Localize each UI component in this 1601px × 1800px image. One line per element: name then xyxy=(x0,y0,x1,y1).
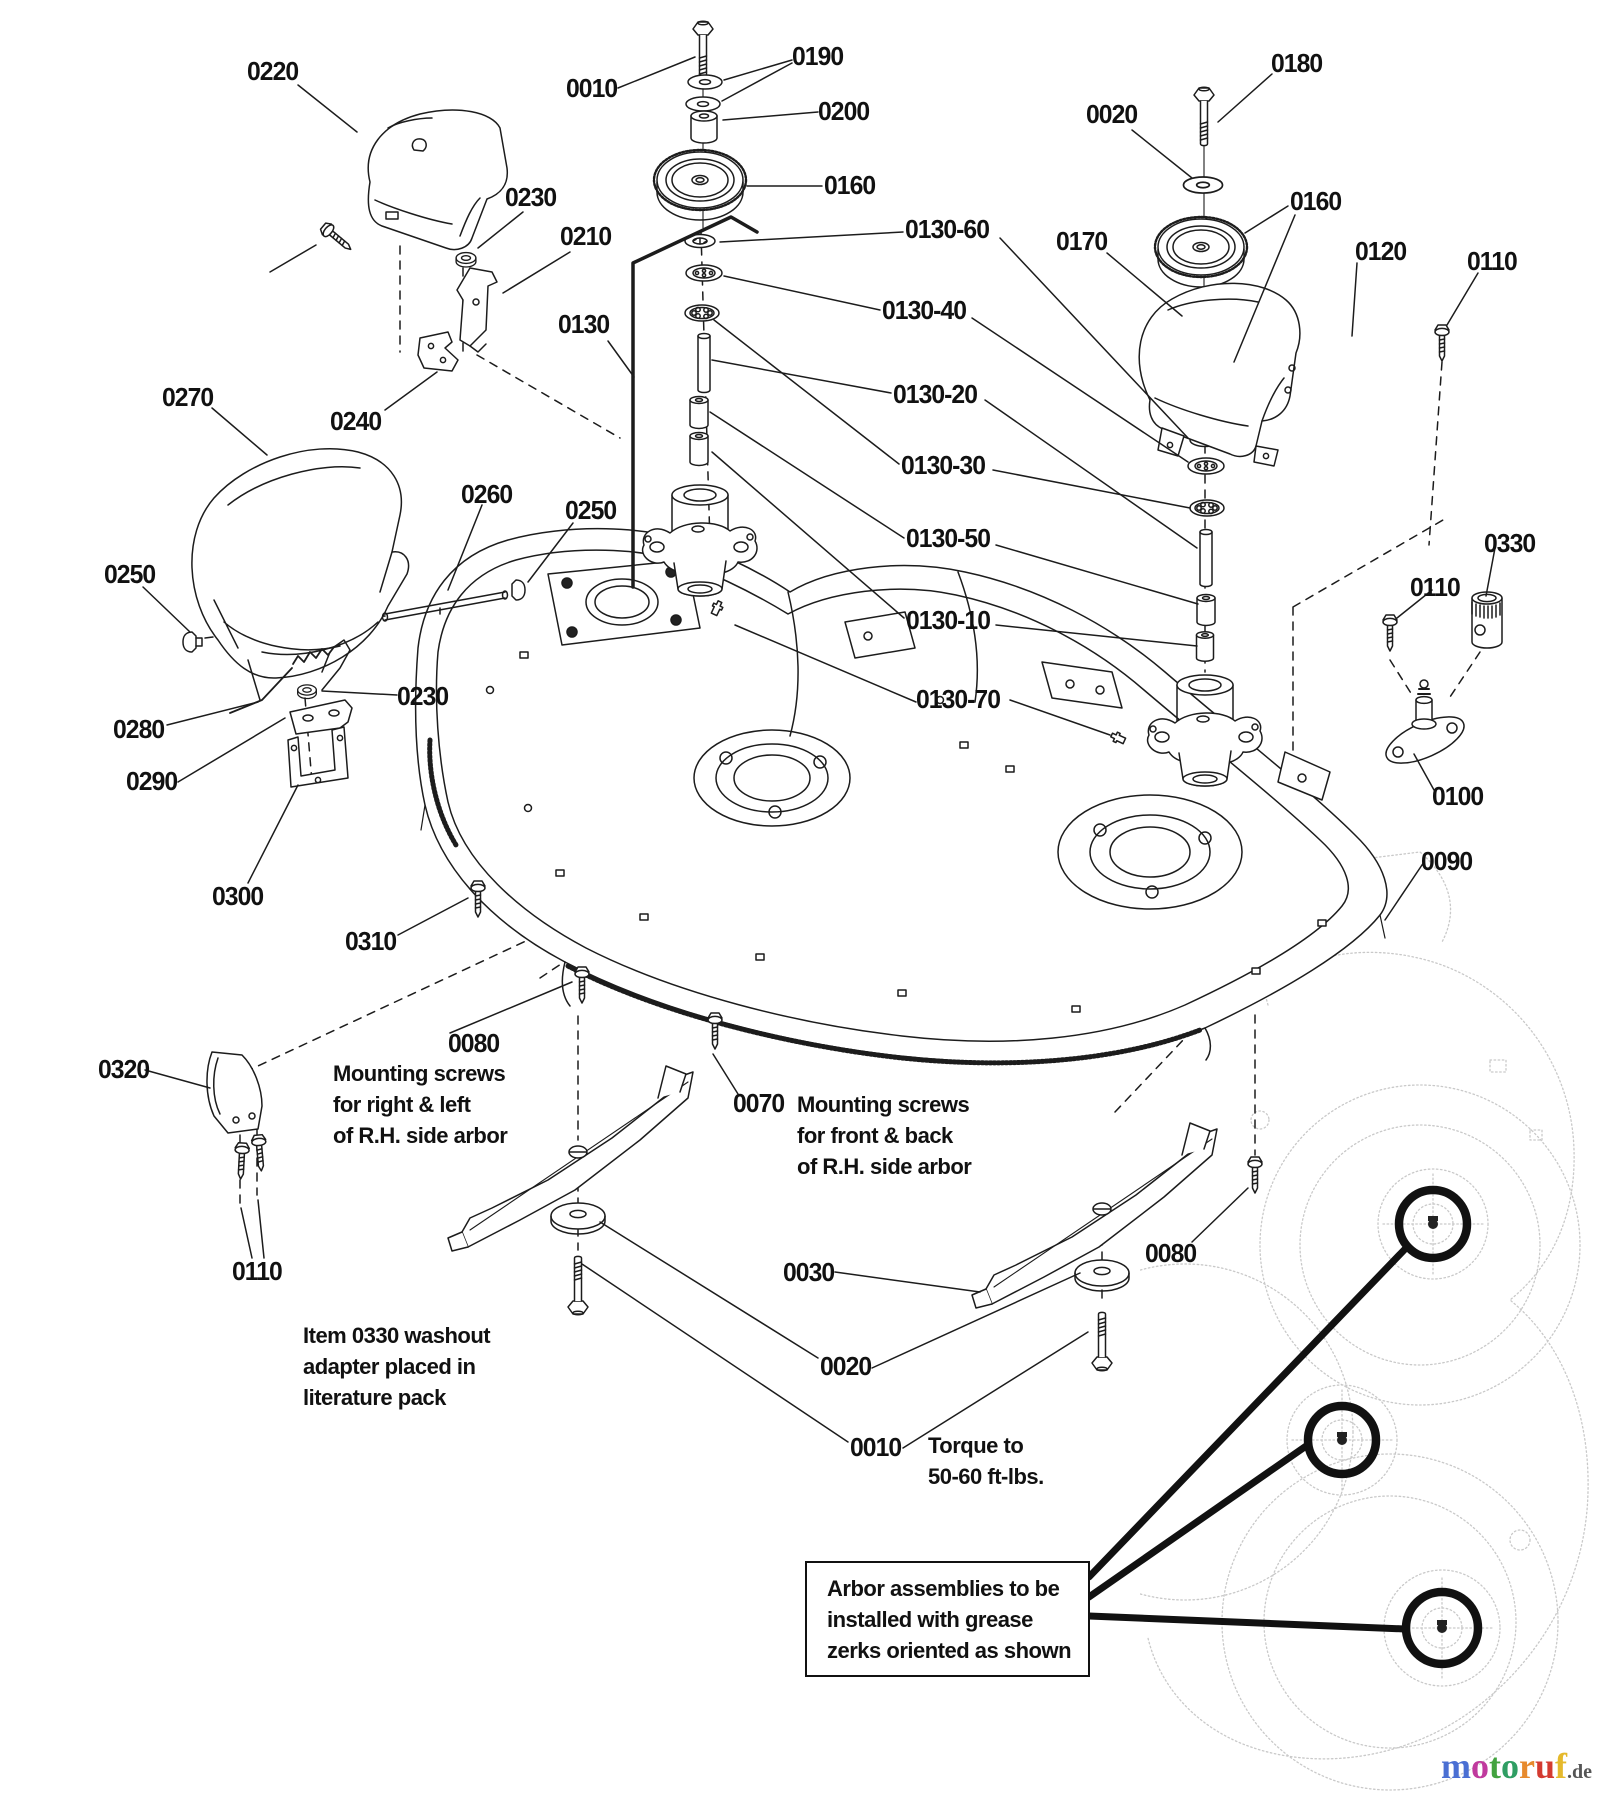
bracket-0240 xyxy=(417,331,459,372)
callout-0020-bottom: 0020 xyxy=(820,1351,872,1381)
callout-0250-left: 0250 xyxy=(104,559,156,589)
screw-0080-left xyxy=(574,966,590,1004)
blade-washer-0020-left xyxy=(550,1202,606,1235)
note-mounting-front-back: Mounting screws for front & back of R.H.… xyxy=(797,1092,972,1179)
cap-0250-right xyxy=(511,579,526,601)
watermark-letter: u xyxy=(1534,1746,1556,1786)
callout-0320: 0320 xyxy=(98,1054,150,1084)
callout-0220: 0220 xyxy=(247,56,299,86)
screw-0110-bl-1 xyxy=(232,1141,251,1181)
screw-0110-topright xyxy=(1434,324,1450,362)
screw-0110-bl-2 xyxy=(250,1133,270,1173)
nut-0230-top xyxy=(455,251,477,268)
callout-0070: 0070 xyxy=(733,1088,785,1118)
callout-0170: 0170 xyxy=(1056,226,1108,256)
callout-0230-top: 0230 xyxy=(505,182,557,212)
pulley-0160-left xyxy=(652,148,748,222)
bracket-0300 xyxy=(287,726,349,788)
callout-0110-topright: 0110 xyxy=(1467,246,1518,276)
callout-0010-top: 0010 xyxy=(566,73,618,103)
callout-0090: 0090 xyxy=(1421,846,1473,876)
callout-0310: 0310 xyxy=(345,926,397,956)
callout-0130: 0130 xyxy=(558,309,610,339)
watermark-letter: o xyxy=(1501,1746,1519,1786)
callout-0200: 0200 xyxy=(818,96,870,126)
watermark-letter: t xyxy=(1489,1746,1501,1786)
callout-0110-right: 0110 xyxy=(1410,572,1461,602)
watermark-letter: m xyxy=(1441,1746,1471,1786)
callout-0130-70: 0130-70 xyxy=(916,684,1001,714)
callout-0080-right: 0080 xyxy=(1145,1238,1197,1268)
deck-0090 xyxy=(414,527,1388,1066)
bracket-0320 xyxy=(206,1051,263,1134)
callout-0330: 0330 xyxy=(1484,528,1536,558)
watermark-suffix: .de xyxy=(1567,1761,1593,1783)
pulley-0160-right-top xyxy=(1153,215,1249,289)
callout-0300: 0300 xyxy=(212,881,264,911)
callout-0130-50: 0130-50 xyxy=(906,523,991,553)
callout-0180: 0180 xyxy=(1271,48,1323,78)
nut-0230-mid xyxy=(297,684,317,700)
blade-bolt-0010-right xyxy=(1091,1311,1113,1372)
callout-0270: 0270 xyxy=(162,382,214,412)
callout-0130-30: 0130-30 xyxy=(901,450,986,480)
bolt-0180 xyxy=(1193,86,1215,147)
watermark-letter: o xyxy=(1471,1746,1489,1786)
callout-0130-10: 0130-10 xyxy=(906,605,991,635)
callout-0010-bottom: 0010 xyxy=(850,1432,902,1462)
note-washout-adapter: Item 0330 washout adapter placed in lite… xyxy=(303,1323,491,1410)
callout-0110-bottomleft: 0110 xyxy=(232,1256,283,1286)
blade-0030-left xyxy=(447,1065,694,1252)
callout-0250-right: 0250 xyxy=(565,495,617,525)
zerk-plate-0100 xyxy=(1385,679,1465,764)
callout-0280: 0280 xyxy=(113,714,165,744)
deflector-0270 xyxy=(191,448,410,701)
deflector-rod-0260 xyxy=(381,590,509,622)
spring-0280-area xyxy=(229,639,351,714)
callout-0260: 0260 xyxy=(461,479,513,509)
callout-0020-top: 0020 xyxy=(1086,99,1138,129)
break-line xyxy=(631,215,759,589)
screw-0110-topleft xyxy=(317,220,356,256)
callout-0210: 0210 xyxy=(560,221,612,251)
motoruf-watermark: motoruf.de xyxy=(1441,1748,1592,1784)
note-arbor-assemblies-box: Arbor assemblies to be installed with gr… xyxy=(805,1561,1090,1677)
callout-0100: 0100 xyxy=(1432,781,1484,811)
cover-0120 xyxy=(1138,282,1301,467)
callout-0120: 0120 xyxy=(1355,236,1407,266)
screw-0070 xyxy=(707,1012,723,1050)
screw-0080-right xyxy=(1247,1156,1263,1194)
bracket-0290 xyxy=(289,699,353,735)
watermark-letter: f xyxy=(1555,1746,1568,1786)
cap-0250-left xyxy=(182,631,203,653)
blade-washer-0020-right xyxy=(1074,1259,1130,1292)
callout-0160-left: 0160 xyxy=(824,170,876,200)
bolt-0010 xyxy=(692,20,714,81)
washout-adapter-0330 xyxy=(1471,591,1503,649)
callout-0130-20: 0130-20 xyxy=(893,379,978,409)
callout-0080-left: 0080 xyxy=(448,1028,500,1058)
note-mounting-right-left: Mounting screws for right & left of R.H.… xyxy=(333,1061,508,1148)
grease-zerk-callouts xyxy=(1085,1185,1483,1669)
watermark-letter: r xyxy=(1519,1746,1535,1786)
note-torque: Torque to 50-60 ft-lbs. xyxy=(928,1433,1044,1489)
bracket-0210 xyxy=(456,267,498,353)
screw-0110-right xyxy=(1382,614,1398,652)
callout-0130-40: 0130-40 xyxy=(882,295,967,325)
callout-0030: 0030 xyxy=(783,1257,835,1287)
blade-0030-right xyxy=(971,1122,1218,1309)
left-spindle-stack xyxy=(631,20,759,618)
belt-cover-0220 xyxy=(367,109,509,251)
callout-0190: 0190 xyxy=(792,41,844,71)
callout-0230-mid: 0230 xyxy=(397,681,449,711)
callout-0240: 0240 xyxy=(330,406,382,436)
callout-0290: 0290 xyxy=(126,766,178,796)
callout-0130-60: 0130-60 xyxy=(905,214,990,244)
callout-0160-right: 0160 xyxy=(1290,186,1342,216)
leader-lines xyxy=(142,56,1496,1449)
